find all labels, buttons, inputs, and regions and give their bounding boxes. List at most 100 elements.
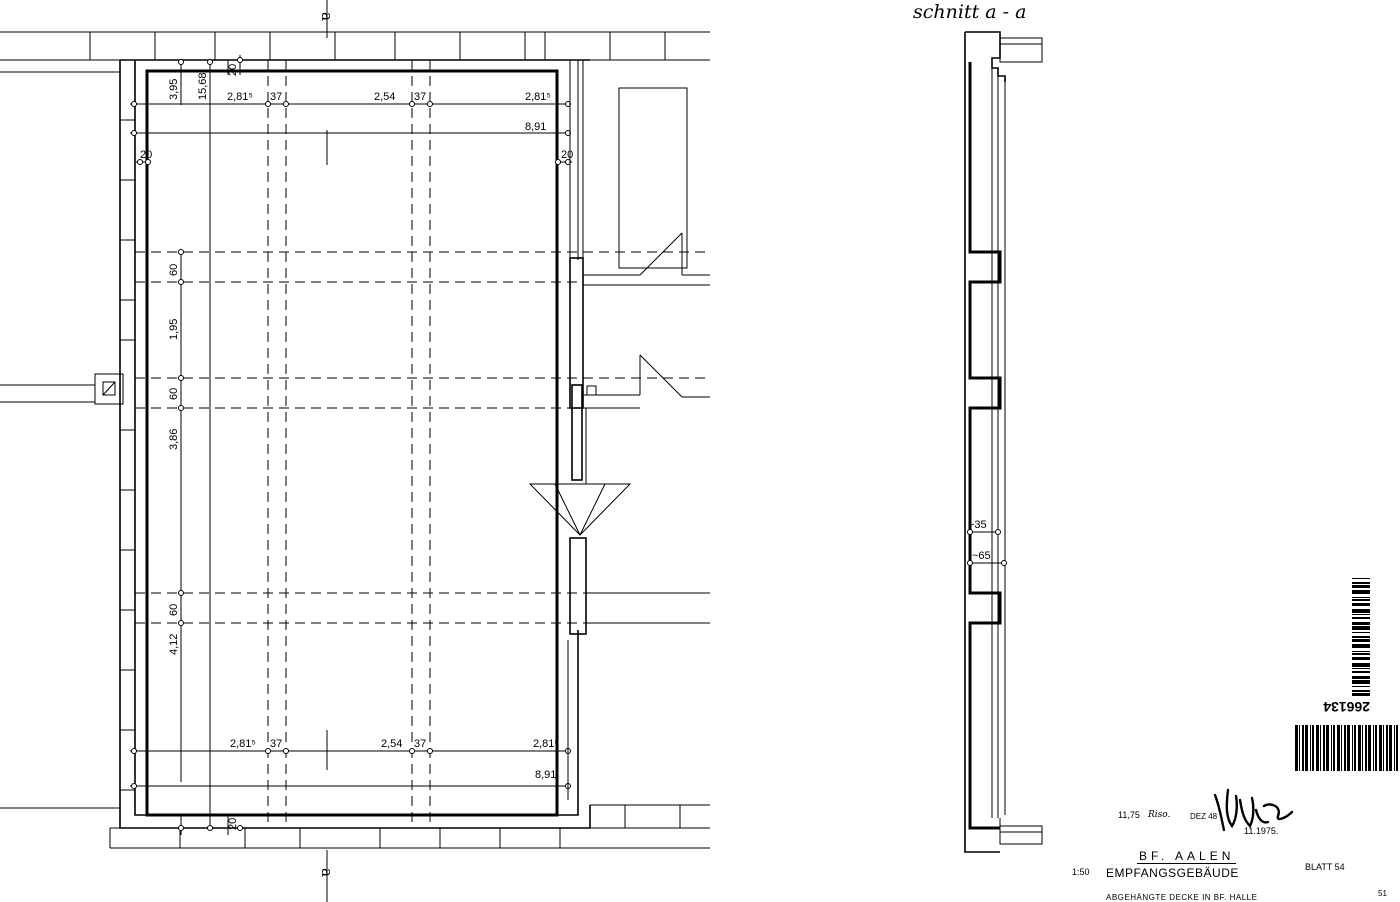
barcode-bar <box>1354 725 1356 771</box>
barcode-bar <box>1365 725 1367 771</box>
ceiling-grid-vertical <box>267 60 431 828</box>
barcode-bar <box>1352 690 1370 692</box>
dim-corner-1568: 15,68 <box>197 72 209 100</box>
section-a-a: schnitt a - a ~35 ~65 <box>913 1 1043 853</box>
barcode-bar <box>1352 582 1370 584</box>
signature-mark <box>1213 788 1294 832</box>
dim-bottom-4: 37 <box>414 738 426 750</box>
barcode-bar <box>1352 657 1370 660</box>
right-adjoining-rooms <box>528 60 710 815</box>
barcode-bar <box>1352 609 1370 613</box>
drawing-date: 11.1975. <box>1244 826 1279 836</box>
dim-left-386: 3,86 <box>168 429 180 450</box>
barcode-bar <box>1352 663 1370 667</box>
barcode-bar <box>1312 725 1314 771</box>
barcode-bar <box>1358 725 1361 771</box>
barcode-bar <box>1352 680 1370 684</box>
dim-bottom-20: 20 <box>227 818 239 830</box>
barcode-bar <box>1316 725 1319 771</box>
barcode-bar <box>1375 725 1377 771</box>
barcode-bar <box>1302 725 1304 771</box>
barcode-bar <box>1344 725 1346 771</box>
hall-wall-outer <box>119 59 591 829</box>
barcode-bar <box>1352 639 1370 642</box>
barcode-bar <box>1373 725 1374 771</box>
ceiling-outline <box>145 69 559 817</box>
ceiling-grid-horizontal <box>135 251 710 624</box>
dim-bottom-total: 8,91 <box>535 769 556 781</box>
floor-plan: 2,81⁵ 37 2,54 37 2,81⁵ 8,91 20 20 3,95 1… <box>0 0 710 902</box>
dim-bottom-5: 2,81⁵ <box>533 738 559 750</box>
bottom-outer-wall <box>0 804 710 849</box>
drawing-subject: ABGEHÄNGTE DECKE IN BF. HALLE <box>1106 893 1258 902</box>
barcode-bar <box>1352 671 1370 673</box>
section-title: schnitt a - a <box>913 1 1026 23</box>
barcode-bar <box>1341 725 1342 771</box>
barcode-bar <box>1352 617 1370 619</box>
building-name: EMPFANGSGEBÄUDE <box>1106 866 1239 880</box>
dim-corner-395: 3,95 <box>168 79 180 100</box>
barcode-bar <box>1295 725 1298 771</box>
bottom-dimension-texts: 2,81⁵ 37 2,54 37 2,81⁵ 8,91 20 <box>227 738 559 830</box>
barcode-bar <box>1352 603 1370 606</box>
sheet-number: BLATT 54 <box>1305 862 1345 872</box>
barcode-bar <box>1352 644 1370 648</box>
dim-top-3: 2,54 <box>374 91 395 103</box>
section-dim-35: ~35 <box>968 519 987 531</box>
barcode-bar <box>1386 725 1388 771</box>
dim-bottom-2: 37 <box>270 738 282 750</box>
barcode-bar <box>1352 725 1353 771</box>
dim-left-60-c: 60 <box>168 604 180 616</box>
cut-label-bottom: a <box>318 868 336 877</box>
barcode-bar <box>1326 725 1329 771</box>
barcode-bar <box>1352 597 1370 598</box>
dim-top-1: 2,81⁵ <box>227 91 253 103</box>
barcode-bar <box>1352 651 1370 652</box>
barcode-bar <box>1320 725 1321 771</box>
barcode-horizontal <box>1295 725 1398 771</box>
dim-left-412: 4,12 <box>168 634 180 655</box>
barcode-bar <box>1337 725 1340 771</box>
barcode-bar <box>1362 725 1363 771</box>
barcode-bar <box>1352 668 1370 669</box>
barcode-bar <box>1352 676 1370 679</box>
section-wall-profile <box>964 31 1043 853</box>
barcode-bar <box>1310 725 1311 771</box>
barcode-bar <box>1394 725 1395 771</box>
barcode-bar <box>1331 725 1332 771</box>
dim-side-20-left: 20 <box>140 149 152 161</box>
barcode-bar <box>1389 725 1392 771</box>
dim-side-20-right: 20 <box>561 149 573 161</box>
section-dim-65: ~65 <box>972 550 991 562</box>
dim-top-2: 37 <box>270 91 282 103</box>
barcode-bar <box>1305 725 1308 771</box>
barcode-bar <box>1352 693 1370 696</box>
archive-number: 266134 <box>1323 699 1370 715</box>
barcode-bar <box>1352 636 1370 638</box>
note-number: 11,75 <box>1118 810 1140 820</box>
left-dimension-texts: 60 1,95 60 3,86 60 4,12 <box>168 264 180 655</box>
barcode-bar <box>1352 632 1370 633</box>
barcode-bar <box>1352 614 1370 615</box>
barcode-bar <box>1352 578 1370 579</box>
barcode-bar <box>1299 725 1300 771</box>
dim-top-5: 2,81⁵ <box>525 91 551 103</box>
barcode-bar <box>1352 585 1370 588</box>
barcode-bar <box>1352 622 1370 625</box>
page-number: 51 <box>1378 889 1387 898</box>
bottom-dimension-lines <box>130 748 571 835</box>
dim-corner-20: 20 <box>227 64 239 76</box>
top-outer-wall <box>0 31 710 73</box>
barcode-bar <box>1352 590 1370 594</box>
barcode-bar <box>1323 725 1325 771</box>
dim-left-60-b: 60 <box>168 388 180 400</box>
dim-top-total: 8,91 <box>525 121 546 133</box>
barcode-vertical <box>1352 578 1370 696</box>
barcode-bar <box>1347 725 1350 771</box>
scale-label: 1:50 <box>1072 867 1090 877</box>
barcode-bar <box>1333 725 1335 771</box>
dim-top-4: 37 <box>414 91 426 103</box>
barcode-bar <box>1379 725 1382 771</box>
barcode-bar <box>1352 599 1370 601</box>
